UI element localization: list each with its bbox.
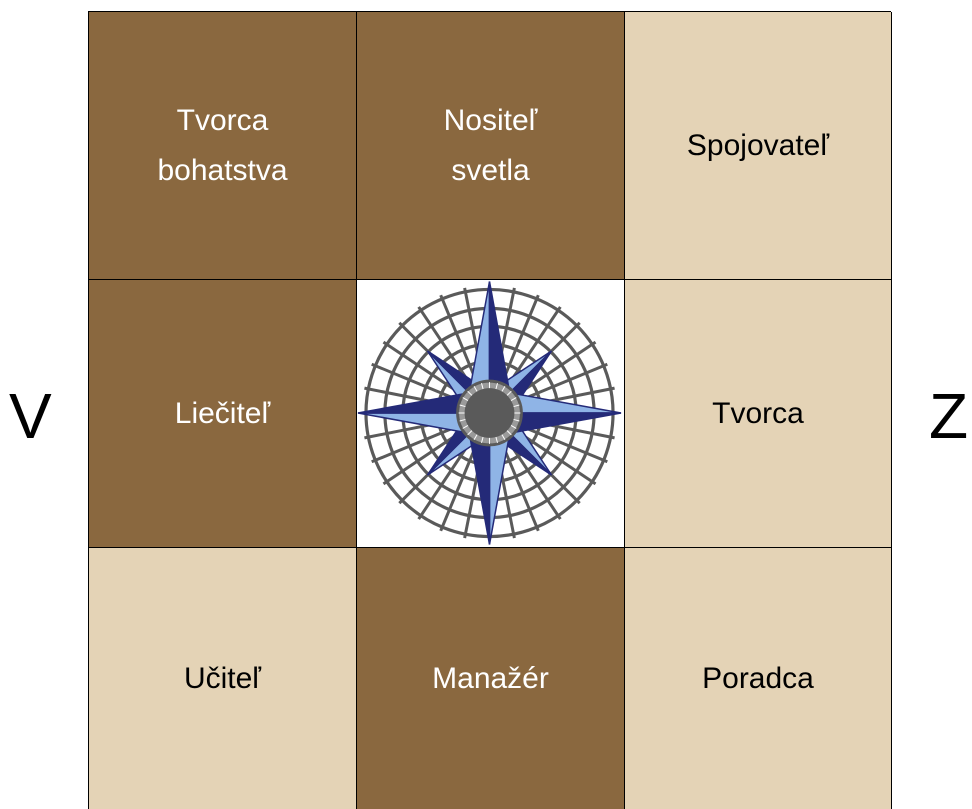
grid: Tvorca bohatstva Nositeľ svetla Spojovat… [88,11,891,809]
cell-nositel-svetla: Nositeľ svetla [357,12,625,280]
cell-poradca: Poradca [625,548,892,809]
cell-liecitel: Liečiteľ [89,280,357,548]
compass-rose-icon [357,280,624,548]
direction-label-right: Z [929,378,968,454]
cell-ucitel: Učiteľ [89,548,357,809]
cell-center [357,280,625,548]
cell-spojovatel: Spojovateľ [625,12,892,280]
cell-manazer: Manažér [357,548,625,809]
cell-tvorca-bohatstva: Tvorca bohatstva [89,12,357,280]
direction-label-left: V [9,378,52,454]
cell-tvorca: Tvorca [625,280,892,548]
